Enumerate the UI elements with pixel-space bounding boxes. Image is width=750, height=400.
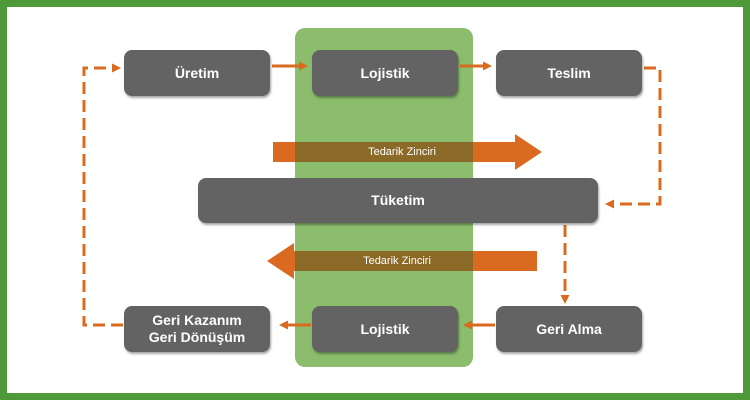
- supply-chain-reverse-label: Tedarik Zinciri: [363, 255, 431, 267]
- supply-chain-forward-overlay: [295, 142, 473, 162]
- supply-chain-reverse-overlay: [295, 251, 473, 271]
- supply-chain-forward-label: Tedarik Zinciri: [368, 146, 436, 158]
- node-recovery-recycling: Geri Kazanım Geri Dönüşüm: [124, 306, 270, 352]
- node-return: Geri Alma: [496, 306, 642, 352]
- node-consumption: Tüketim: [198, 178, 598, 223]
- arrow-delivery-to-consumption: [605, 66, 662, 209]
- node-logistics-top: Lojistik: [312, 50, 458, 96]
- node-logistics-bottom: Lojistik: [312, 306, 458, 352]
- arrow-recovery-to-production: [82, 63, 123, 327]
- node-production: Üretim: [124, 50, 270, 96]
- node-delivery: Teslim: [496, 50, 642, 96]
- connector-layer: [82, 61, 662, 330]
